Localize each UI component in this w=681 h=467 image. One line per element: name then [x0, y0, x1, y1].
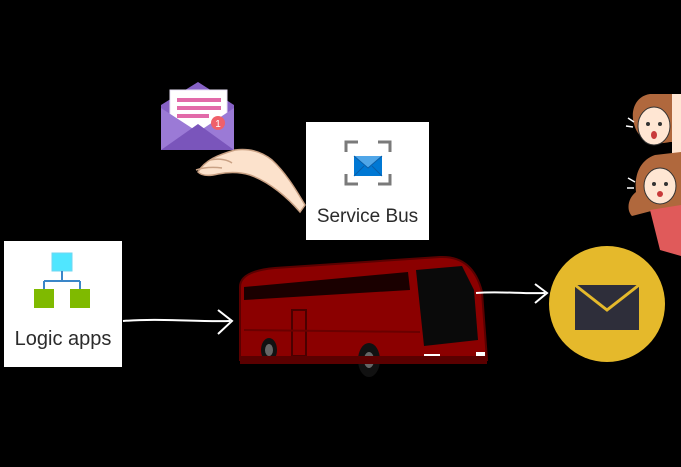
notification-badge — [211, 116, 225, 130]
service-bus-icon — [344, 140, 392, 186]
badge-count: 1 — [215, 119, 221, 130]
logic-apps-label: Logic apps — [14, 328, 112, 350]
arrow-logic-to-bus — [122, 309, 234, 335]
people-peeking-icon — [625, 94, 681, 256]
service-bus-node: Service Bus — [306, 122, 429, 240]
mail-icon — [549, 246, 665, 362]
bus-icon — [239, 255, 489, 377]
arrow-bus-to-mail — [475, 283, 549, 304]
service-bus-label: Service Bus — [316, 206, 419, 227]
logic-apps-icon — [34, 252, 90, 308]
open-envelope-icon: 1 — [161, 82, 234, 150]
hand-icon — [195, 148, 306, 214]
logic-apps-node: Logic apps — [4, 241, 122, 367]
